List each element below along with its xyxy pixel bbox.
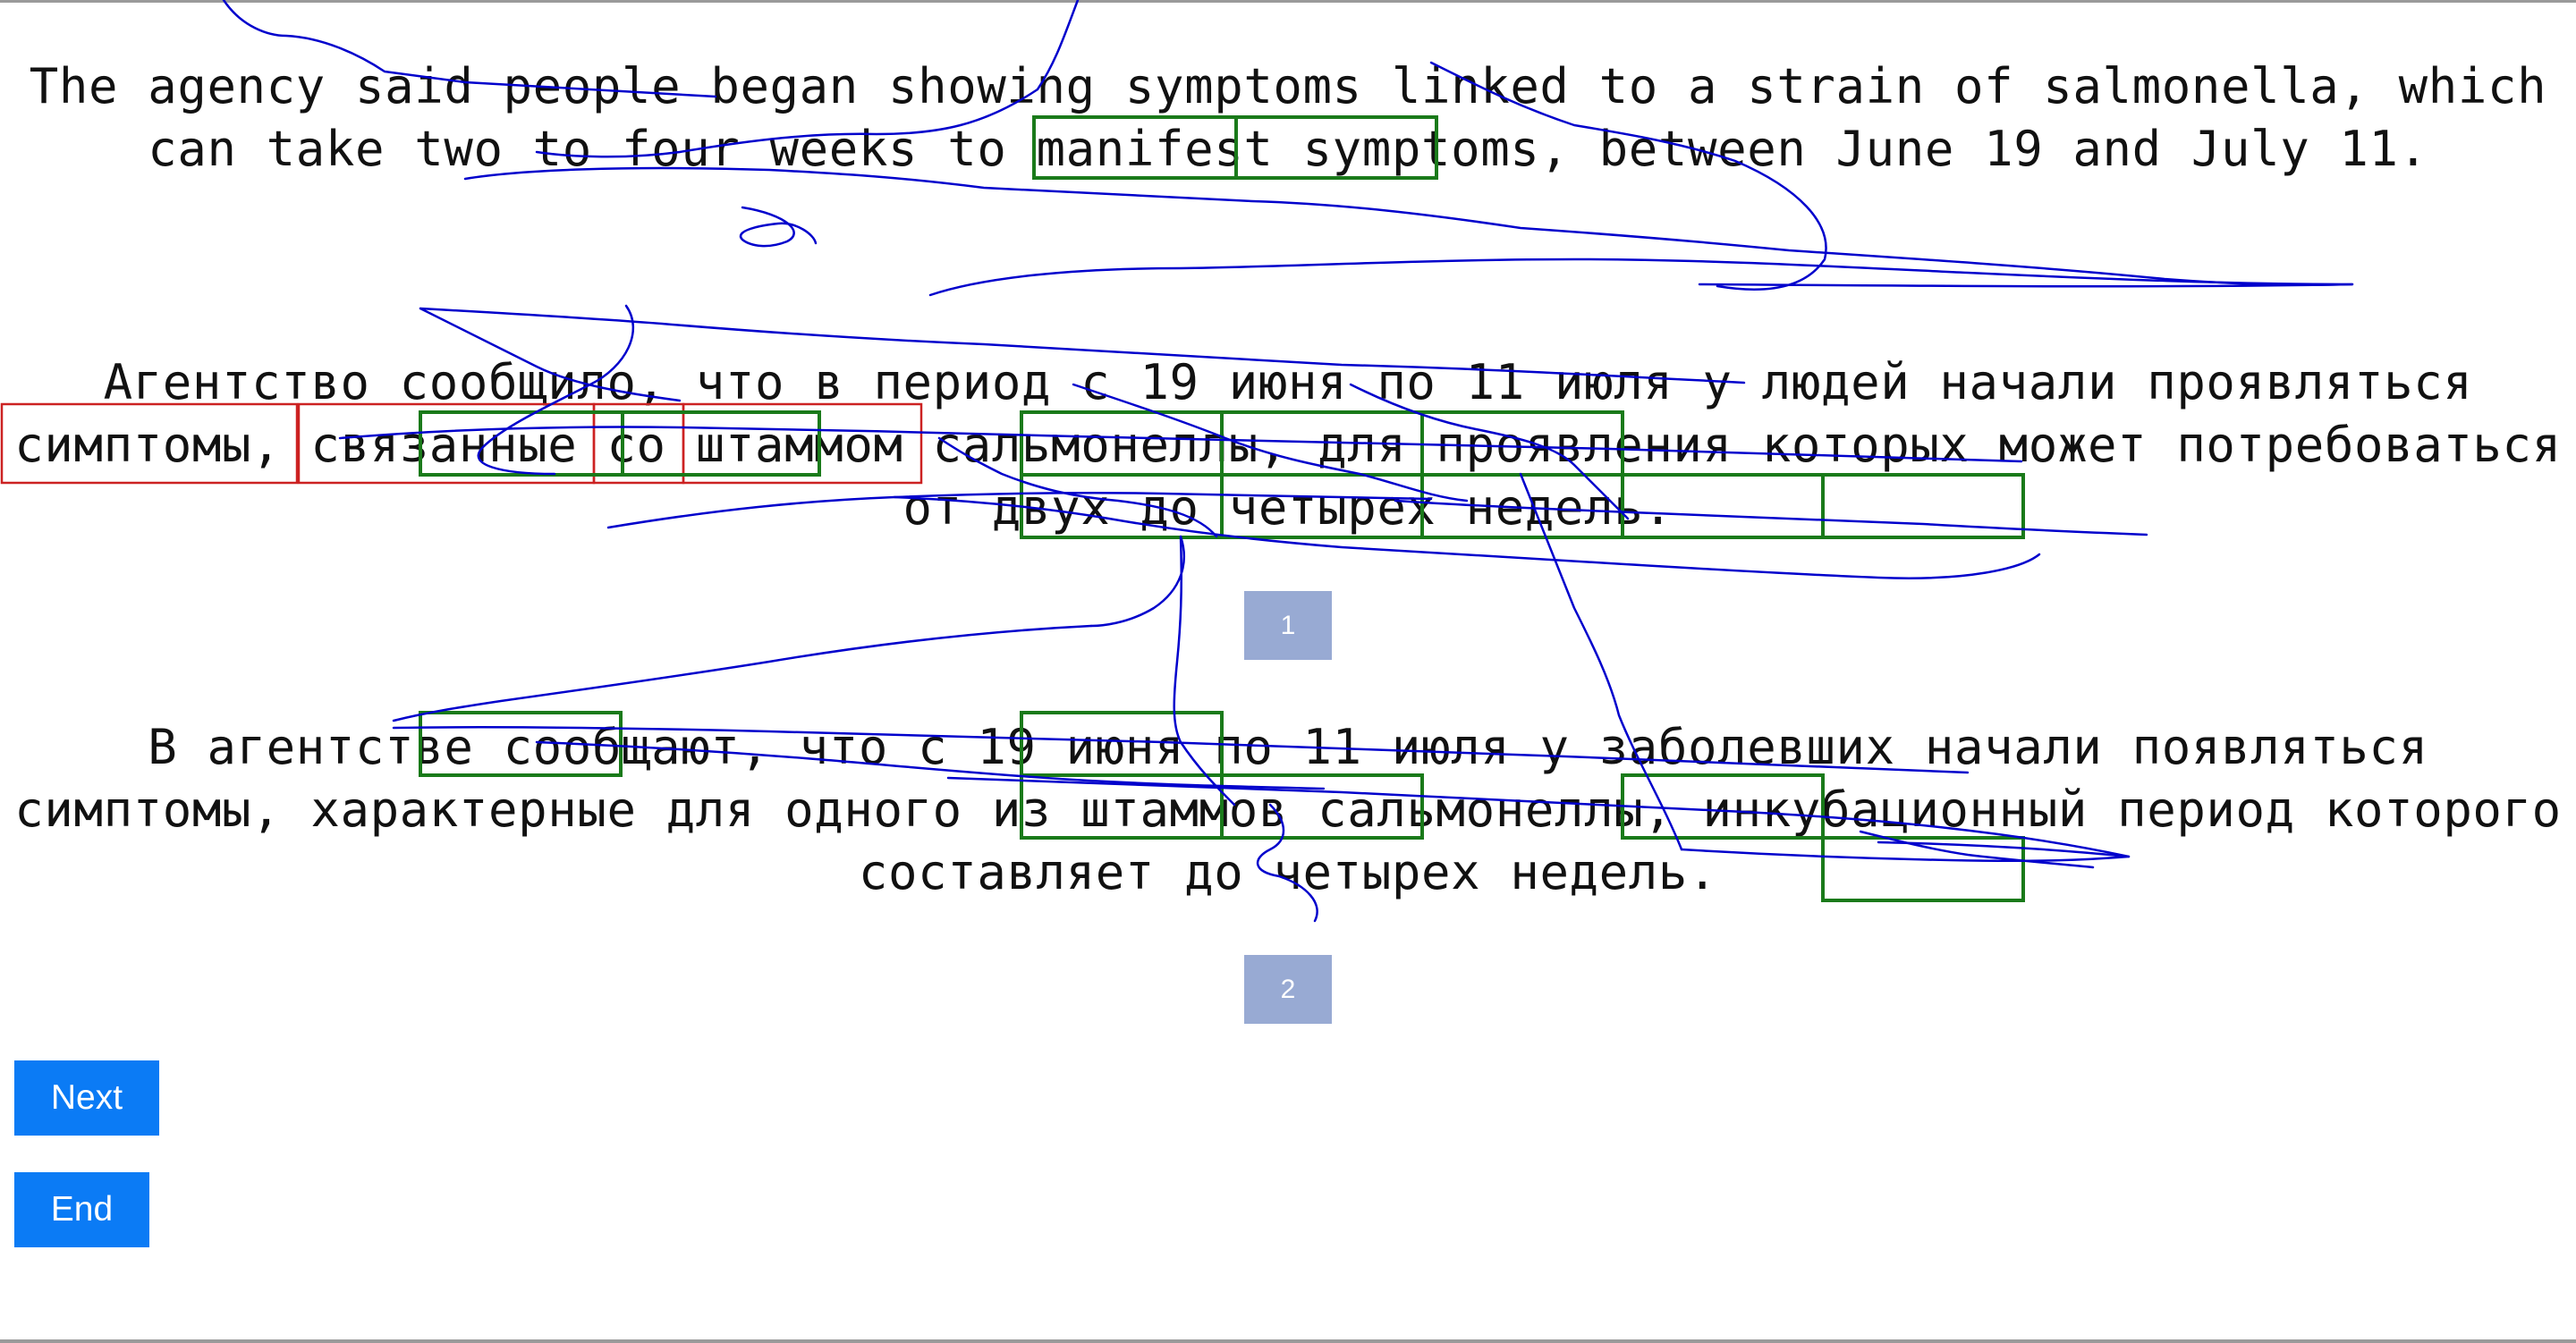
gaze-path <box>463 166 2354 286</box>
top-border <box>0 0 2576 3</box>
end-button[interactable]: End <box>14 1172 149 1247</box>
translation-sentence-2: В агентстве сообщают, что с 19 июня по 1… <box>14 719 2562 900</box>
translation-2-number-badge[interactable]: 2 <box>1244 955 1332 1024</box>
gaze-path <box>392 624 1093 722</box>
gaze-path <box>928 258 2354 297</box>
translation-sentence-1: Агентство сообщило, что в период с 19 ию… <box>14 354 2562 536</box>
source-sentence: The agency said people began showing sym… <box>29 58 2547 177</box>
translation-1-number-badge[interactable]: 1 <box>1244 591 1332 660</box>
next-button[interactable]: Next <box>14 1060 159 1136</box>
gaze-path <box>1089 535 1185 628</box>
bottom-border <box>0 1339 2576 1343</box>
gaze-path <box>739 206 818 248</box>
